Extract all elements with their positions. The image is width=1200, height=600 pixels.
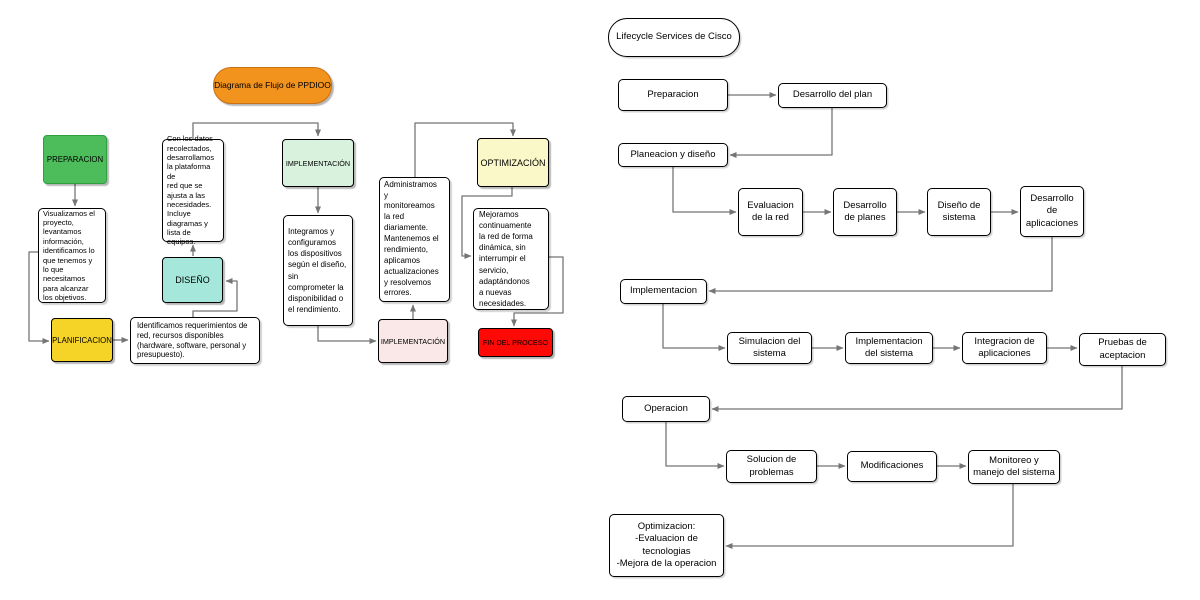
- right-diagram-title: Lifecycle Services de Cisco: [608, 18, 740, 57]
- node-r-preparacion: Preparacion: [618, 79, 728, 111]
- node-implementacion-2: IMPLEMENTACIÓN: [378, 319, 448, 363]
- connector-optimizacion-mejoramos: [461, 187, 513, 259]
- node-diseno: DISEÑO: [162, 257, 223, 303]
- node-monitoreo-y-manejo: Monitoreo y manejo del sistema: [968, 450, 1060, 484]
- node-implementacion-del-sistema: Implementacion del sistema: [845, 332, 933, 364]
- connector-identificamos-diseno: [192, 278, 238, 317]
- connector-condatos-implementacion1: [192, 122, 321, 139]
- connector-desarrolloplan-planeacion: [729, 108, 833, 158]
- node-modificaciones: Modificaciones: [847, 451, 937, 482]
- node-con-los-datos: Con los datos recolectados, desarrollamo…: [162, 134, 224, 246]
- node-optimizacion-fase: OPTIMIZACIÓN: [477, 138, 549, 187]
- node-visualizamos-proyecto: Visualizamos el proyecto, levantamos inf…: [38, 208, 106, 303]
- node-solucion-de-problemas: Solucion de problemas: [726, 450, 817, 483]
- node-r-implementacion: Implementacion: [620, 279, 707, 304]
- connector-integramos-implementacion2: [317, 326, 377, 344]
- connector-implementacion-simulacion: [662, 304, 726, 351]
- node-fin-del-proceso: FIN DEL PROCESO: [478, 328, 553, 357]
- node-preparacion: PREPARACION: [43, 135, 107, 184]
- connector-desarrolloapps-implementacion: [708, 237, 1053, 294]
- node-integramos-configuramos: Integramos y configuramos los dispositiv…: [283, 215, 353, 326]
- node-planificacion: PLANIFICACION: [51, 318, 113, 362]
- connector-planeacion-evaluacion: [672, 167, 737, 215]
- node-mejoramos-continuamente: Mejoramos continuamente la red de forma …: [473, 208, 549, 310]
- connector-administramos-optimizacion: [414, 122, 516, 177]
- node-evaluacion-de-la-red: Evaluacion de la red: [738, 188, 803, 236]
- node-implementacion-fase: IMPLEMENTACIÓN: [282, 139, 354, 187]
- node-desarrollo-del-plan: Desarrollo del plan: [778, 83, 887, 108]
- node-planeacion-y-diseno: Planeacion y diseño: [618, 143, 728, 167]
- node-integracion-de-aplicaciones: Integracion de aplicaciones: [962, 332, 1047, 364]
- node-operacion: Operacion: [622, 396, 710, 422]
- connector-mejoramos-fin: [511, 256, 564, 327]
- connector-operacion-solucion: [665, 422, 725, 469]
- connector-monitoreo-optimizacion: [725, 484, 1014, 549]
- node-desarrollo-de-aplicaciones: Desarrollo de aplicaciones: [1020, 186, 1084, 237]
- connector-visualizamos-planificacion: [28, 251, 50, 344]
- node-administramos-monitoreamos: Administramos y monitoreamos la red diar…: [379, 177, 450, 302]
- node-pruebas-de-aceptacion: Pruebas de aceptacion: [1079, 333, 1166, 366]
- node-diseno-de-sistema: Diseño de sistema: [927, 188, 991, 236]
- node-simulacion-del-sistema: Simulacion del sistema: [727, 332, 812, 364]
- node-r-optimizacion: Optimizacion: -Evaluacion de tecnologias…: [609, 514, 724, 577]
- node-identificamos-requerimientos: Identificamos requerimientos de red, rec…: [130, 317, 260, 364]
- left-diagram-title: Diagrama de Flujo de PPDIOO: [213, 67, 332, 104]
- node-desarrollo-de-planes: Desarrollo de planes: [833, 188, 897, 236]
- connector-pruebas-operacion: [711, 366, 1123, 412]
